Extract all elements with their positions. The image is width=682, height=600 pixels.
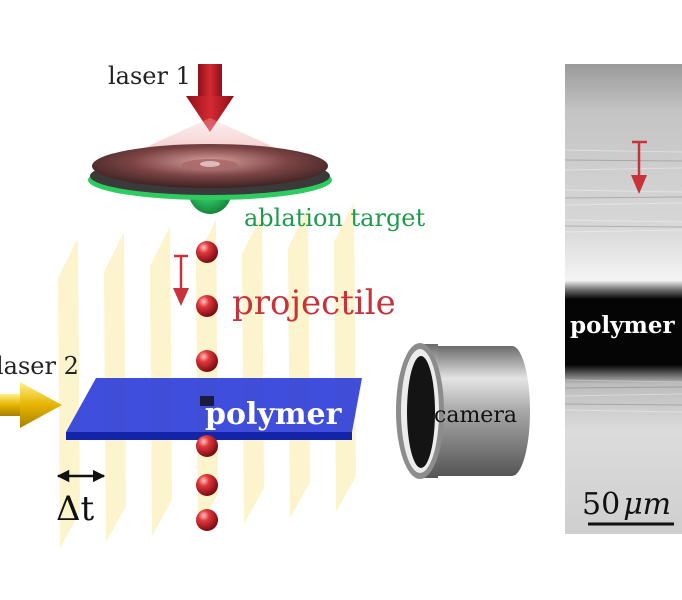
camera [396, 343, 530, 479]
ablation-target [88, 144, 332, 214]
micrograph [564, 64, 682, 534]
laser1-label: laser 1 [108, 62, 191, 90]
light-sheet [288, 208, 310, 518]
projectile-motion-arrow [173, 254, 189, 306]
scale-bar-label: 50 μm [582, 490, 671, 520]
laser1-arrow [186, 64, 234, 132]
projectile-ball [196, 435, 218, 457]
micrograph-projectile-arrow [631, 140, 647, 194]
micrograph-polymer-label: polymer [570, 312, 675, 339]
light-sheet [242, 214, 264, 524]
projectile-ball [196, 474, 218, 496]
camera-label: camera [434, 403, 517, 428]
delta-t-label: Δt [56, 489, 95, 529]
light-sheet [334, 202, 356, 512]
projectile-ball [196, 350, 218, 372]
ablation-target-label: ablation target [244, 204, 426, 232]
projectile-ball [196, 295, 218, 317]
projectile-ball [196, 241, 218, 263]
projectile-ball [196, 509, 218, 531]
projectile-label: projectile [232, 283, 396, 323]
laser2-arrow [0, 382, 62, 428]
scale-bar-unit: μm [623, 487, 672, 522]
scale-bar-value: 50 [582, 487, 621, 522]
polymer-label: polymer [205, 397, 342, 432]
laser2-label: laser 2 [0, 352, 79, 380]
